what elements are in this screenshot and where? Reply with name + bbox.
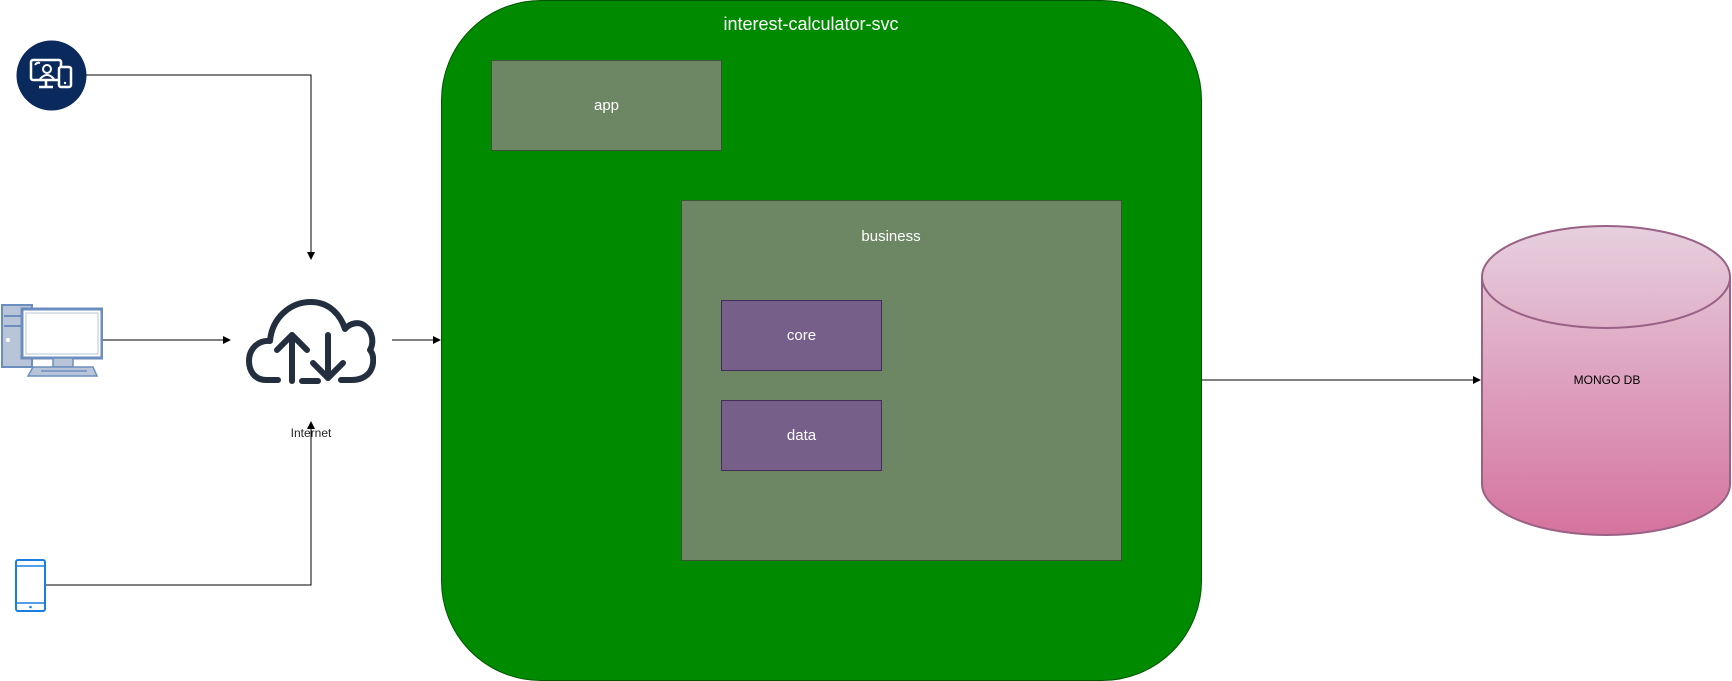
data-label: data (786, 427, 817, 444)
core-label: core (786, 327, 817, 344)
cloud-upload-download-icon (246, 299, 376, 384)
internet-label: Internet (290, 426, 332, 440)
app-package: app (491, 60, 722, 151)
mobile-phone-icon (15, 559, 46, 612)
database-label: MONGO DB (1573, 373, 1641, 387)
mongo-database-cylinder (1481, 225, 1731, 536)
core-module: core (721, 300, 882, 371)
service-title: interest-calculator-svc (723, 14, 899, 34)
business-package (681, 200, 1122, 561)
business-label: business (861, 228, 921, 245)
app-label: app (593, 97, 620, 114)
desktop-computer-icon (1, 304, 103, 377)
edge-remote-user-to-internet (86, 74, 315, 260)
data-module: data (721, 400, 882, 471)
remote-user-devices-icon (16, 40, 87, 111)
edge-mobile-to-internet (45, 421, 315, 586)
